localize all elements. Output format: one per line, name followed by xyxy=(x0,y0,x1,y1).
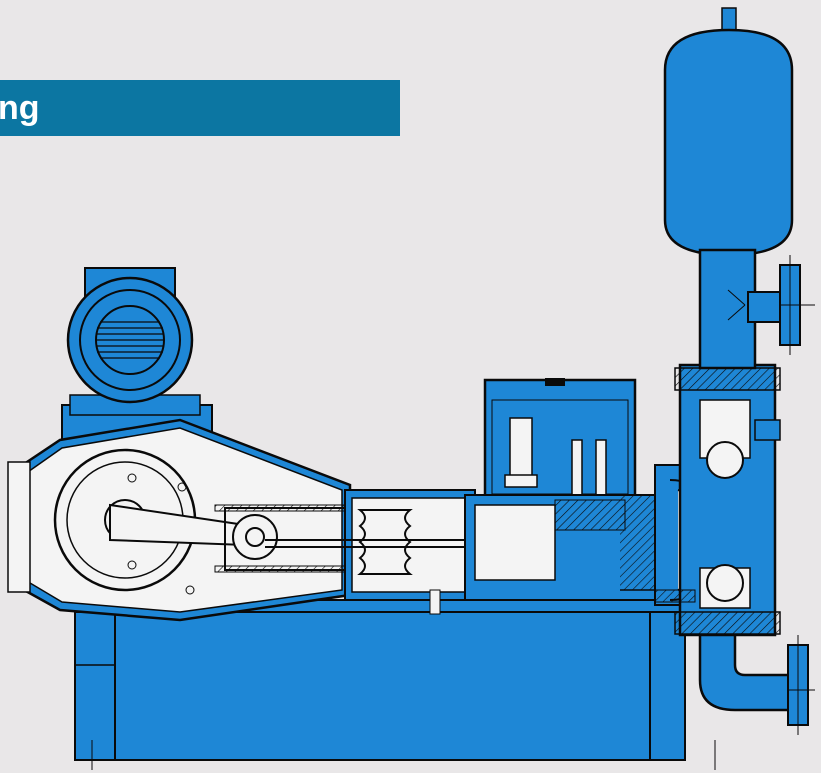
suction-elbow xyxy=(698,633,815,735)
section-title-banner: ng xyxy=(0,80,400,136)
base-frame xyxy=(74,599,716,770)
pulsation-dampener xyxy=(663,7,815,370)
section-title-text: ng xyxy=(0,89,40,127)
hydraulic-reservoir xyxy=(429,378,656,615)
crank-housing xyxy=(7,418,352,622)
